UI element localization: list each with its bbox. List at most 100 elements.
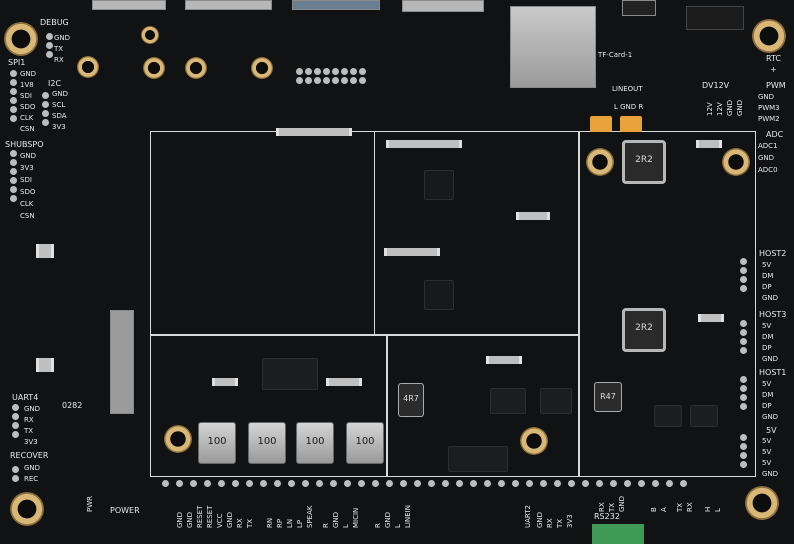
spi1-pin-2: SDI (20, 92, 32, 100)
debug-pad-column (46, 33, 53, 58)
inductor-r47: R47 (594, 382, 622, 412)
smd-resistor-1 (212, 378, 238, 386)
5v-pad-column (740, 434, 747, 468)
screw-pad-3 (185, 57, 207, 79)
mounting-hole-bottom-left (10, 492, 44, 526)
shubspo-pin-0: GND (20, 152, 37, 160)
i2c-label: I2C (48, 79, 62, 88)
mounting-hole-top-left (4, 22, 38, 56)
spi1-pad-column (10, 70, 17, 122)
board-code-label: 0282 (62, 401, 83, 410)
host2-pin-1: DM (762, 272, 774, 280)
fpc-connector (110, 310, 134, 414)
audio-jack-top (622, 0, 656, 16)
screw-pad-2 (143, 57, 165, 79)
tf-card-slot (510, 6, 596, 88)
bottom-pin-vcc-rx: RX (236, 518, 244, 528)
smd-resistor-3 (386, 140, 462, 148)
uart4-pin-1: RX (24, 416, 34, 424)
smd-resistor-2 (326, 378, 362, 386)
rs232-pin-rx: RX (598, 502, 606, 512)
adc-label: ADC (766, 130, 784, 139)
reg-chip-2 (540, 388, 572, 414)
5v-label: 5V (766, 426, 777, 435)
host1-pin-2: DP (762, 402, 772, 410)
host1-pad-column (740, 376, 747, 410)
bottom-pin-ln: LN (286, 518, 294, 528)
bottom-label-linein: LINEIN (404, 505, 412, 528)
power-label: POWER (110, 506, 140, 515)
shubspo-pad-column (10, 150, 17, 202)
tf-card-label: TF-Card-1 (598, 51, 633, 59)
lineout-pins-label: L GND R (614, 103, 644, 111)
spi1-pin-5: CSN (20, 125, 35, 133)
shubspo-pin-2: SDI (20, 176, 32, 184)
smd-resistor-8 (486, 356, 522, 364)
dv12v-pin-3: GND (736, 99, 744, 116)
vga-connector-top (402, 0, 484, 12)
host3-pin-1: DM (762, 333, 774, 341)
shubspo-pin-4: CLK (20, 200, 34, 208)
inductor-100-2: 100 (248, 422, 286, 464)
dv12v-pin-1: 12V (716, 102, 724, 116)
usb-connector-top-2 (185, 0, 272, 10)
mounting-hole-center-left (164, 425, 192, 453)
bottom-pin-linein-r: R (374, 523, 382, 528)
5v-pin-2: 5V (762, 459, 772, 467)
smd-resistor-6 (696, 140, 722, 148)
host2-label: HOST2 (759, 249, 787, 258)
section-outline-right (578, 131, 756, 477)
host1-pin-0: 5V (762, 380, 772, 388)
pwm-pin-0: GND (758, 93, 775, 101)
usb-connector-top-1 (92, 0, 166, 10)
bottom-pin-reset-1: RESET (196, 505, 204, 528)
dv12v-label: DV12V (702, 81, 730, 90)
debug-rx-label: RX (54, 56, 64, 64)
host2-pin-2: DP (762, 283, 772, 291)
spi1-pin-1: 1V8 (20, 81, 34, 89)
shubspo-label: SHUBSPO (5, 140, 44, 149)
audio-codec-chip (262, 358, 318, 390)
rs232-label: RS232 (594, 512, 620, 521)
host2-pin-0: 5V (762, 261, 772, 269)
recover-pin-1: REC (24, 475, 39, 483)
host2-pin-3: GND (762, 294, 779, 302)
usb-hub-chip-2 (690, 405, 718, 427)
bottom-right-pin-tx: TX (676, 502, 684, 512)
power-jack-top (686, 6, 744, 30)
usb-hub-chip-1 (654, 405, 682, 427)
bottom-pin-gnd-1: GND (176, 511, 184, 528)
section-outline-top-left (150, 131, 375, 336)
bottom-right-pin-rx: RX (686, 502, 694, 512)
smd-resistor-10 (36, 244, 54, 258)
shubspo-pin-1: 3V3 (20, 164, 34, 172)
mounting-hole-small-top (141, 26, 159, 44)
bottom-pin-linein-l: L (394, 524, 402, 528)
uart2-pin-tx: TX (556, 518, 564, 528)
bottom-pin-vcc-tx: TX (246, 518, 254, 528)
smd-resistor-4 (384, 248, 440, 256)
bottom-pin-vcc-gnd: GND (226, 511, 234, 528)
uart4-pin-0: GND (24, 405, 41, 413)
debug-gnd-label: GND (54, 34, 71, 42)
5v-pin-0: 5V (762, 437, 772, 445)
host3-label: HOST3 (759, 310, 787, 319)
rs232-pin-gnd: GND (618, 495, 626, 512)
bottom-pin-rn: RN (266, 517, 274, 528)
debug-tx-label: TX (54, 45, 64, 53)
bottom-pin-vcc: VCC (216, 513, 224, 528)
mounting-hole-center-right-1 (586, 148, 614, 176)
bottom-right-pin-b: B (650, 507, 658, 512)
amber-capacitor-2 (620, 116, 642, 132)
mounting-hole-top-right (752, 19, 786, 53)
spi1-pin-3: SDO (20, 103, 36, 111)
uart4-pin-3: 3V3 (24, 438, 38, 446)
mounting-hole-center-mid (520, 427, 548, 455)
bottom-pin-gnd-2: GND (186, 511, 194, 528)
bottom-pin-mic-gnd: GND (332, 511, 340, 528)
screw-pad-4 (251, 57, 273, 79)
i2c-pin-2: SDA (52, 112, 67, 120)
section-outline-bottom-mid (386, 334, 580, 477)
reg-chip-1 (490, 388, 526, 414)
pwm-pin-1: PWM3 (758, 104, 780, 112)
